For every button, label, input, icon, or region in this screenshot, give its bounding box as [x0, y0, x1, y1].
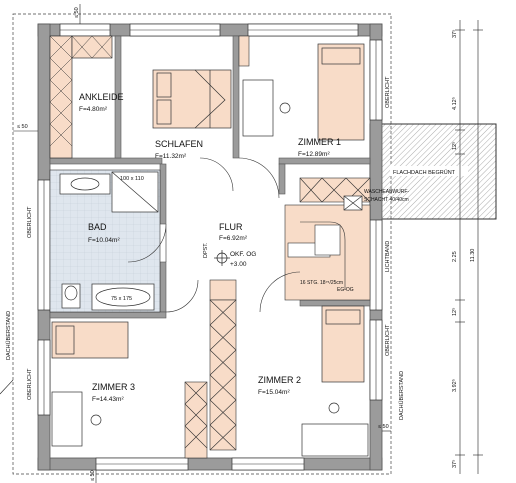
level-marker [214, 250, 230, 266]
dachueberstand-left: DACHÜBERSTAND [5, 311, 12, 360]
wardrobe-zimmer1 [238, 35, 250, 67]
dim-3: 12⁵ [451, 142, 458, 150]
zimmer1-bed [317, 43, 365, 141]
overhang-bottom: ≤ 50 [90, 470, 96, 481]
shower-size: 100 x 110 [120, 176, 144, 182]
staircase [284, 204, 371, 301]
bad-area: F=10.04m² [88, 237, 120, 244]
overhang-top: ≤ 50 [74, 7, 80, 18]
double-bed [152, 69, 232, 129]
shaft-label-1: WASCHEABWURF- [364, 189, 409, 195]
zimmer3-area: F=14.43m² [92, 396, 124, 403]
dim-2: 4.12⁵ [451, 97, 458, 110]
zimmer1-desk [242, 79, 291, 137]
dim-5: 12⁵ [451, 308, 458, 316]
dim-total: 11.30 [470, 249, 476, 262]
zimmer3-bed [51, 321, 129, 359]
bad-name: BAD [88, 222, 107, 232]
overhang-marks [0, 4, 391, 483]
zimmer3-name: ZIMMER 3 [92, 382, 135, 392]
schlafen-name: SCHLAFEN [155, 139, 203, 149]
zimmer1-area: F=12.89m² [298, 151, 330, 158]
overhang-right: ≤ 50 [378, 424, 389, 430]
stairs-label-2: EG-OG [337, 287, 354, 293]
dim-4: 2.25 [452, 251, 458, 262]
zimmer2-area: F=15.04m² [258, 389, 290, 396]
lichtband-right: LICHTBAND [385, 241, 391, 272]
level-label: OKF. OG [230, 251, 256, 258]
oberlicht-left-top: OBERLICHT [27, 206, 33, 238]
oberlicht-left-bottom: OBERLICHT [27, 368, 33, 400]
level-value: +3.00 [230, 261, 247, 268]
storage-column [209, 279, 237, 451]
dim-1: 37⁵ [451, 30, 458, 38]
dim-6: 3.92⁵ [451, 379, 458, 392]
oberlicht-right-bottom: OBERLICHT [385, 324, 391, 356]
zimmer2-bed [321, 305, 365, 383]
shaft-box [343, 195, 363, 211]
zimmer1-name: ZIMMER 1 [298, 137, 341, 147]
door-swings [127, 157, 301, 313]
ankleide-wardrobes [49, 35, 113, 159]
dpst-label: DPST. [203, 242, 209, 258]
storage-column-z3 [184, 381, 208, 459]
window-glass-lines [43, 29, 377, 465]
oberlicht-right-top: OBERLICHT [385, 76, 391, 108]
schlafen-area: F=11.32m² [155, 153, 187, 160]
flur-name: FLUR [219, 222, 243, 232]
roof-overhang-outline [12, 13, 392, 475]
bathroom-fixtures [59, 171, 159, 311]
zimmer2-name: ZIMMER 2 [258, 375, 301, 385]
flat-roof-label: FLACHDACH BEGRÜNT [393, 169, 456, 176]
flur-area: F=6.92m² [219, 235, 248, 242]
dachueberstand-right: DACHÜBERSTAND [398, 371, 405, 420]
ankleide-area: F=4.80m² [79, 106, 108, 113]
zimmer3-desk [51, 391, 102, 447]
zimmer2-desk [301, 402, 369, 457]
dim-7: 37⁵ [451, 460, 458, 468]
ankleide-name: ANKLEIDE [79, 92, 124, 102]
shaft-label-2: SCHACHT 40/40cm [364, 197, 409, 203]
wardrobe-hatch [49, 35, 113, 147]
bathtub-size: 75 x 175 [111, 296, 132, 302]
overhang-left: ≤ 50 [17, 124, 28, 130]
interior-walls [49, 35, 371, 319]
stairs-label-1: 16 STG. 18⁷⁵/25cm [300, 280, 343, 286]
flat-roof-label-bg [390, 166, 468, 176]
dimension-chain [455, 20, 483, 474]
